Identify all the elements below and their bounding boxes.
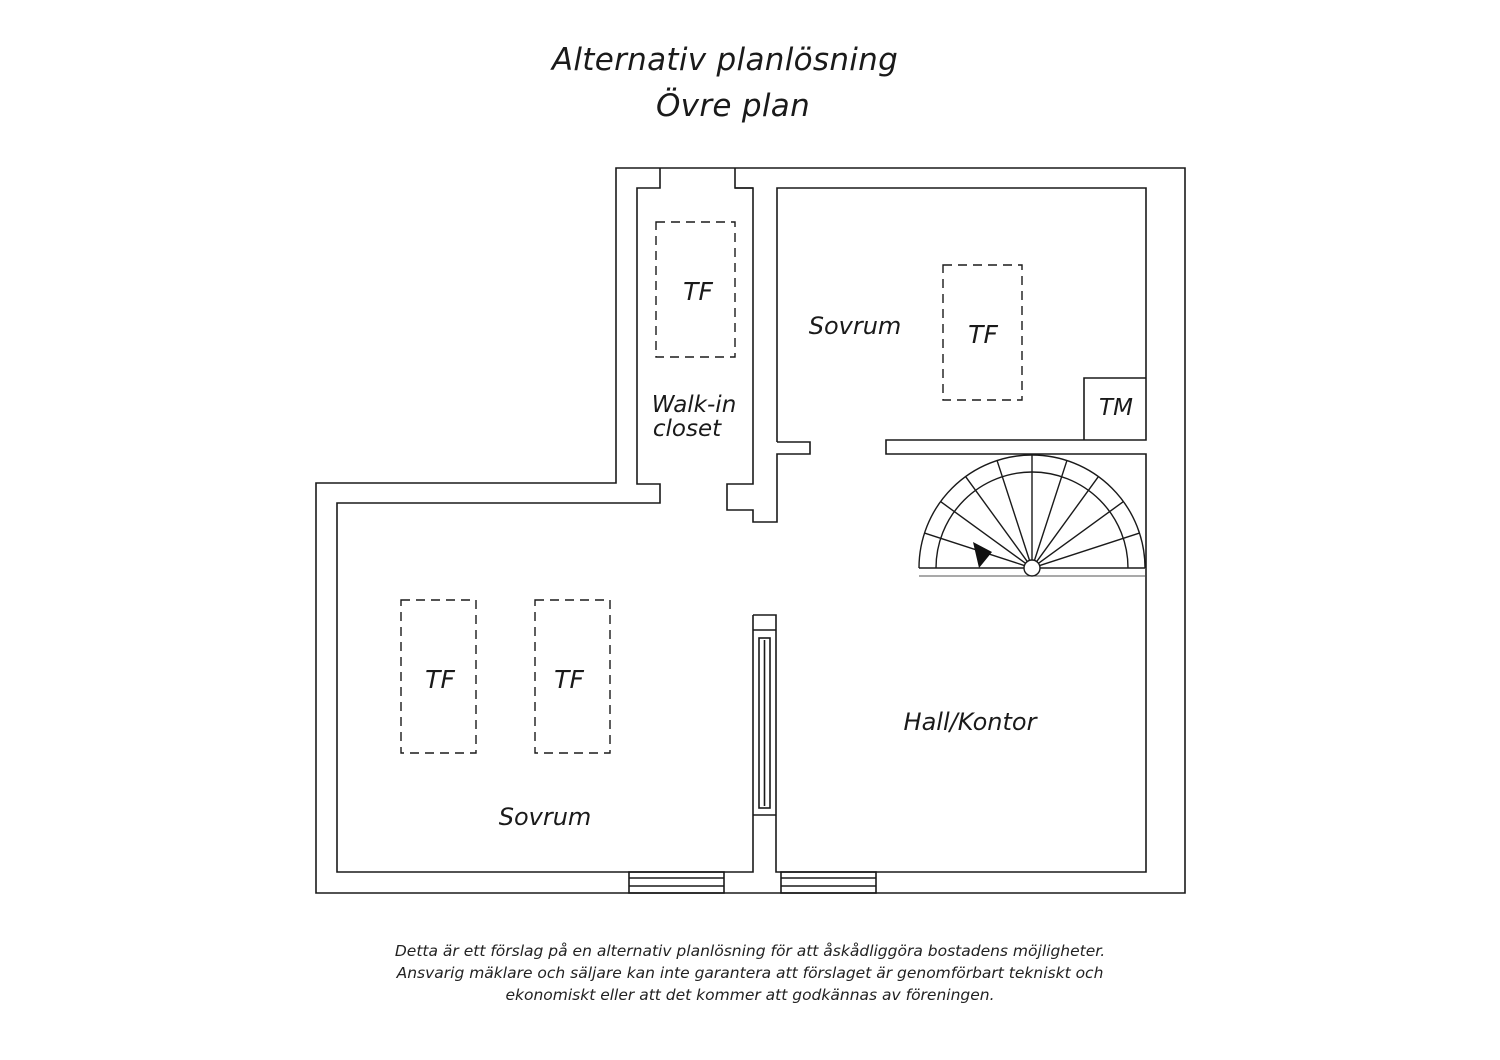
stair-tread [996, 460, 1031, 561]
disclaimer-line: Ansvarig mäklare och säljare kan inte ga… [396, 964, 1104, 982]
stair-tread [924, 532, 1025, 567]
spiral-staircase [918, 454, 1146, 577]
skylight-label: TF [683, 277, 713, 306]
skylight-bedroom-top [942, 264, 1023, 401]
skylight-label: TF [968, 320, 998, 349]
stair-arrow-icon [973, 542, 992, 568]
disclaimer: Detta är ett förslag på en alternativ pl… [0, 940, 1500, 1006]
sliding-door [758, 637, 771, 809]
room-label-hall-office: Hall/Kontor [904, 708, 1039, 736]
bedroom-top-wall [776, 187, 1147, 575]
partition-wall [753, 575, 1147, 873]
window-right [780, 871, 877, 894]
stair-tread [1039, 532, 1140, 567]
room-label-bedroom-top: Sovrum [809, 312, 902, 340]
stair-tread [1033, 460, 1068, 561]
outer-wall [315, 167, 1186, 894]
wall-stub [726, 168, 811, 523]
skylight-bedroom-left [400, 599, 477, 754]
stair-tread [940, 501, 1026, 564]
plan-subtitle: Övre plan [655, 88, 811, 124]
stair-tread [1036, 476, 1099, 562]
closet-wall [336, 168, 754, 873]
room-label-bedroom-bottom: Sovrum [499, 803, 592, 831]
skylight-bedroom-right [534, 599, 611, 754]
room-label-closet-line1: Walk-in [652, 392, 737, 418]
tm-box [1083, 377, 1146, 440]
skylight-label: TF [425, 665, 455, 694]
skylight-closet [655, 221, 736, 358]
disclaimer-line: Detta är ett förslag på en alternativ pl… [394, 942, 1106, 960]
plan-title: Alternativ planlösning [551, 42, 899, 78]
stair-tread [1038, 501, 1124, 564]
room-label-tm: TM [1099, 395, 1133, 421]
window-left [628, 871, 725, 894]
disclaimer-line: ekonomiskt eller att det kommer att godk… [505, 986, 995, 1004]
stair-tread [965, 476, 1028, 562]
room-label-closet-line2: closet [653, 416, 722, 442]
skylight-label: TF [554, 665, 584, 694]
